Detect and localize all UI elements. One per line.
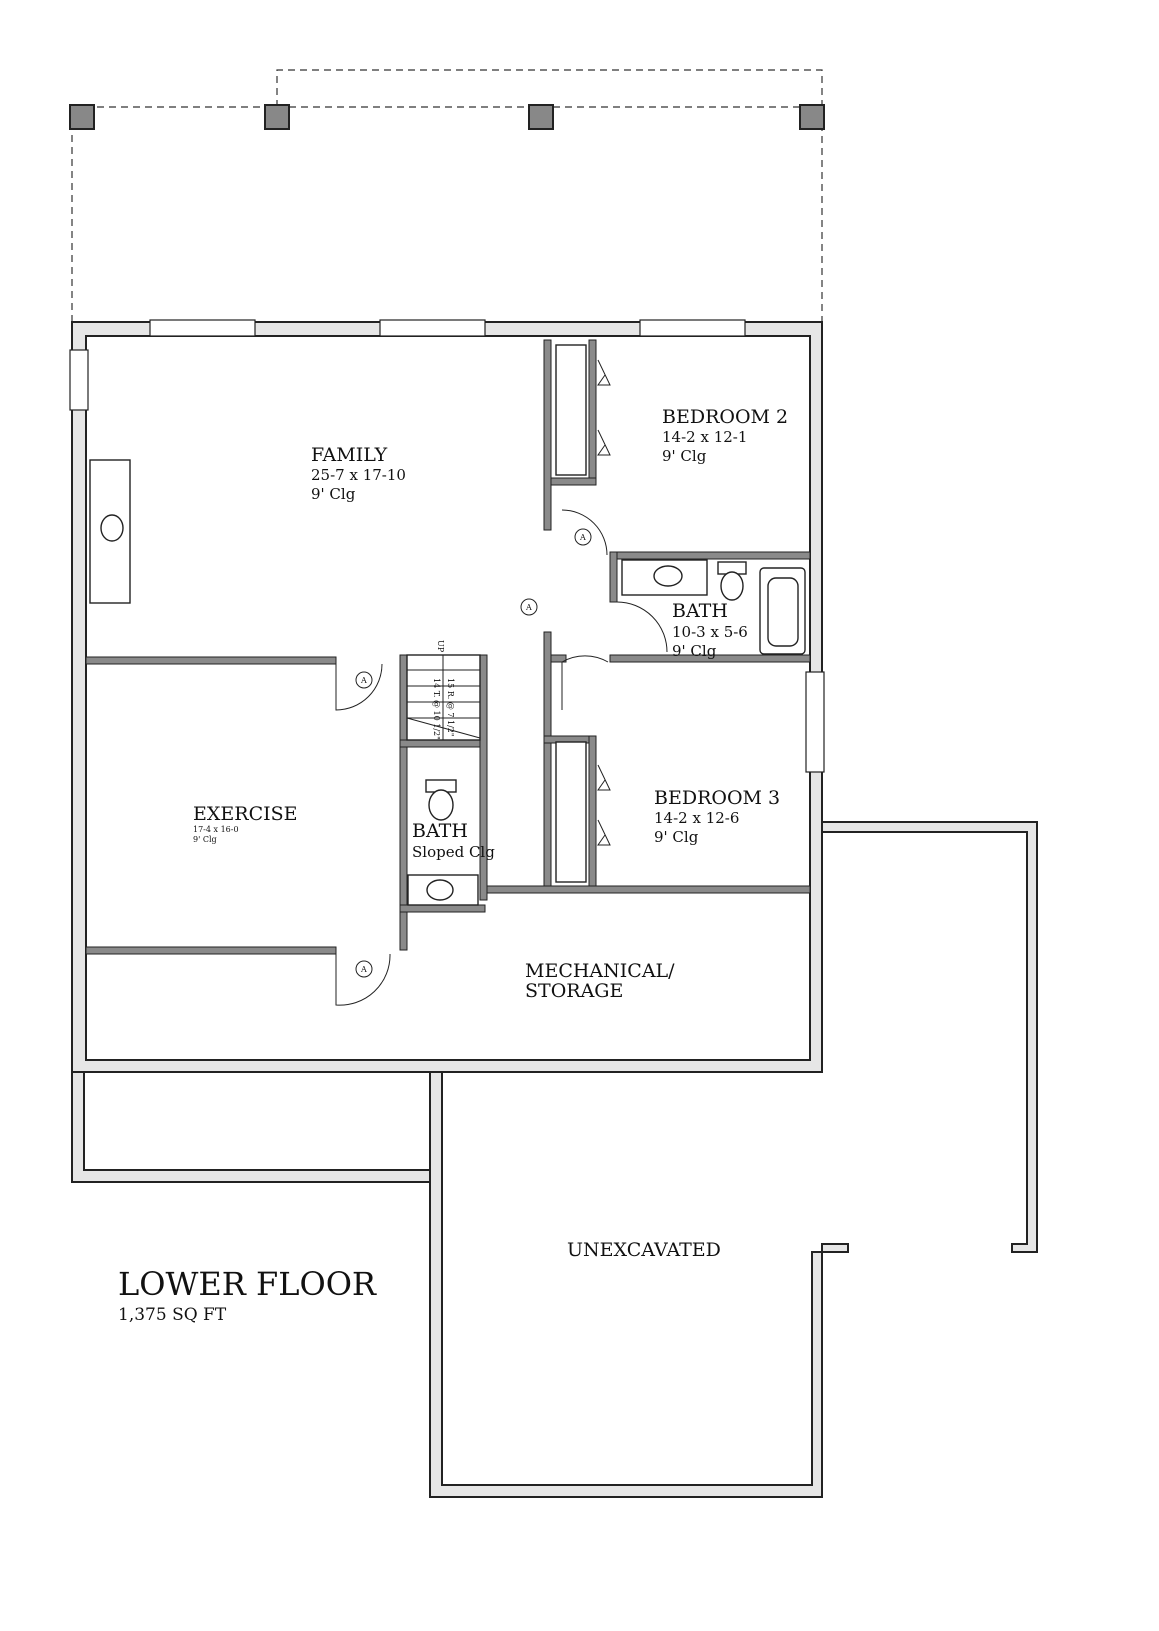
covered-porch xyxy=(69,69,825,322)
room-ceiling: Sloped Clg xyxy=(412,843,495,861)
door-tag: A xyxy=(360,676,367,685)
room-name: BEDROOM 2 xyxy=(662,406,788,428)
porch-post xyxy=(528,104,554,130)
room-size: 14-2 x 12-1 xyxy=(662,428,747,446)
door-tag: A xyxy=(579,533,586,542)
room-name: STORAGE xyxy=(525,980,623,1002)
stair-treads: 14 T. @ 10 1/2" xyxy=(432,678,441,740)
room-size: 14-2 x 12-6 xyxy=(654,809,739,827)
room-name: BEDROOM 3 xyxy=(654,787,780,809)
doors: A A A A xyxy=(335,509,668,1006)
fixtures xyxy=(89,459,806,906)
closet-shelving xyxy=(555,344,611,883)
stair: UP 15 R. @ 7 1/2" 14 T. @ 10 1/2" xyxy=(406,640,481,741)
room-name: BATH xyxy=(672,600,728,622)
plan-title: LOWER FLOOR xyxy=(118,1265,377,1303)
interior-walls xyxy=(85,339,811,955)
porch-post xyxy=(799,104,825,130)
stair-risers: 15 R. @ 7 1/2" xyxy=(446,678,455,737)
room-size: 25-7 x 17-10 xyxy=(311,466,406,484)
door-tag: A xyxy=(360,965,367,974)
porch-post xyxy=(69,104,95,130)
sink-icon xyxy=(653,565,683,587)
room-name: FAMILY xyxy=(311,444,388,466)
room-ceiling: 9' Clg xyxy=(662,447,707,465)
room-size: 10-3 x 5-6 xyxy=(672,623,748,641)
room-name: UNEXCAVATED xyxy=(567,1239,721,1261)
room-size: 17-4 x 16-0 xyxy=(193,825,239,834)
sink-icon xyxy=(100,514,124,542)
porch-post xyxy=(264,104,290,130)
room-name: BATH xyxy=(412,820,468,842)
room-ceiling: 9' Clg xyxy=(311,485,356,503)
room-ceiling: 9' Clg xyxy=(654,828,699,846)
plan-area: 1,375 SQ FT xyxy=(118,1305,227,1325)
room-name: EXERCISE xyxy=(193,803,298,825)
sink-icon xyxy=(426,879,454,901)
door-tag: A xyxy=(525,603,532,612)
windows xyxy=(69,319,825,773)
room-labels: FAMILY 25-7 x 17-10 9' Clg BEDROOM 2 14-… xyxy=(193,406,788,1261)
room-ceiling: 9' Clg xyxy=(193,835,217,844)
exterior-walls xyxy=(71,321,1038,1498)
stair-direction: UP xyxy=(436,640,445,653)
room-ceiling: 9' Clg xyxy=(672,642,717,660)
room-name: MECHANICAL/ xyxy=(525,960,675,982)
